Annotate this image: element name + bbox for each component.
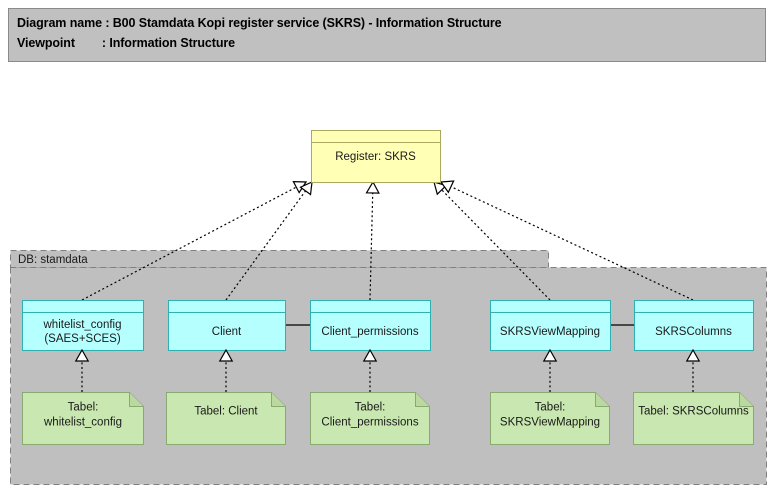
client-realizes-register-arrowhead (299, 181, 313, 196)
note-note_skrscolumns-fold-icon (739, 392, 754, 407)
note-note_client-label: Tabel: Client (194, 406, 258, 418)
data-object-skrscolumns[interactable] (634, 300, 754, 351)
whitelist_config-realizes-register-line (81, 181, 307, 301)
note-note_skrsviewmapping-label: Tabel: (535, 402, 566, 414)
container-label: DB: stamdata (18, 254, 88, 266)
viewpoint-line: Viewpoint : Information Structure (17, 36, 236, 50)
client_permissions-realizes-register-arrowhead (365, 180, 380, 194)
register-label: Register: SKRS (335, 151, 416, 163)
note-note_skrscolumns[interactable] (633, 392, 754, 445)
note_skrsviewmapping-realizes-skrsviewmapping-arrowhead (542, 348, 558, 362)
note-note_whitelist_config-label: Tabel: (68, 402, 99, 414)
note-note_skrsviewmapping[interactable] (490, 392, 610, 445)
data-object-client-label: Client (212, 326, 242, 338)
note-note_client_permissions[interactable] (310, 392, 430, 445)
note-note_skrsviewmapping-label: SKRSViewMapping (500, 417, 600, 429)
note_client-realizes-client-arrowhead (218, 348, 234, 362)
note-note_client_permissions-fold-icon (415, 392, 430, 407)
diagram-name-line: Diagram name : B00 Stamdata Kopi registe… (17, 16, 502, 30)
client-realizes-register-line (225, 181, 313, 301)
note_skrscolumns-realizes-skrscolumns-arrowhead (685, 348, 701, 362)
data-object-skrsviewmapping[interactable] (490, 300, 611, 351)
data-object-client_permissions-label: Client_permissions (321, 326, 418, 338)
data-object-whitelist_config-label: whitelist_config (43, 319, 122, 331)
note-note_whitelist_config[interactable] (22, 392, 144, 445)
note-note_client_permissions-label: Client_permissions (321, 417, 418, 429)
data-object-skrscolumns-label: SKRSColumns (655, 326, 732, 338)
data-object-skrsviewmapping-label: SKRSViewMapping (500, 326, 600, 338)
data-object-whitelist_config[interactable] (22, 300, 144, 351)
register-node[interactable] (311, 130, 441, 183)
note-note_skrscolumns-label: Tabel: SKRSColumns (638, 406, 749, 418)
skrscolumns-realizes-register-line (440, 181, 694, 301)
note-note_skrsviewmapping-fold-icon (595, 392, 610, 407)
container-title-tab (10, 250, 549, 268)
skrscolumns-realizes-register-arrowhead (439, 180, 455, 194)
diagram-header-box: Diagram name : B00 Stamdata Kopi registe… (8, 8, 766, 62)
note-note_client_permissions-label: Tabel: (355, 402, 386, 414)
data-object-client_permissions[interactable] (310, 300, 431, 351)
data-object-whitelist_config-label: (SAES+SCES) (44, 333, 121, 345)
client_permissions-realizes-register-line (369, 181, 374, 301)
note-note_client-fold-icon (271, 392, 286, 407)
note-note_whitelist_config-label: whitelist_config (43, 417, 122, 429)
note-note_client[interactable] (166, 392, 286, 445)
note_client_permissions-realizes-client_permissions-arrowhead (362, 348, 378, 362)
data-object-client[interactable] (168, 300, 286, 351)
note_whitelist_config-realizes-whitelist_config-arrowhead (74, 348, 90, 362)
note-note_whitelist_config-fold-icon (129, 392, 144, 407)
